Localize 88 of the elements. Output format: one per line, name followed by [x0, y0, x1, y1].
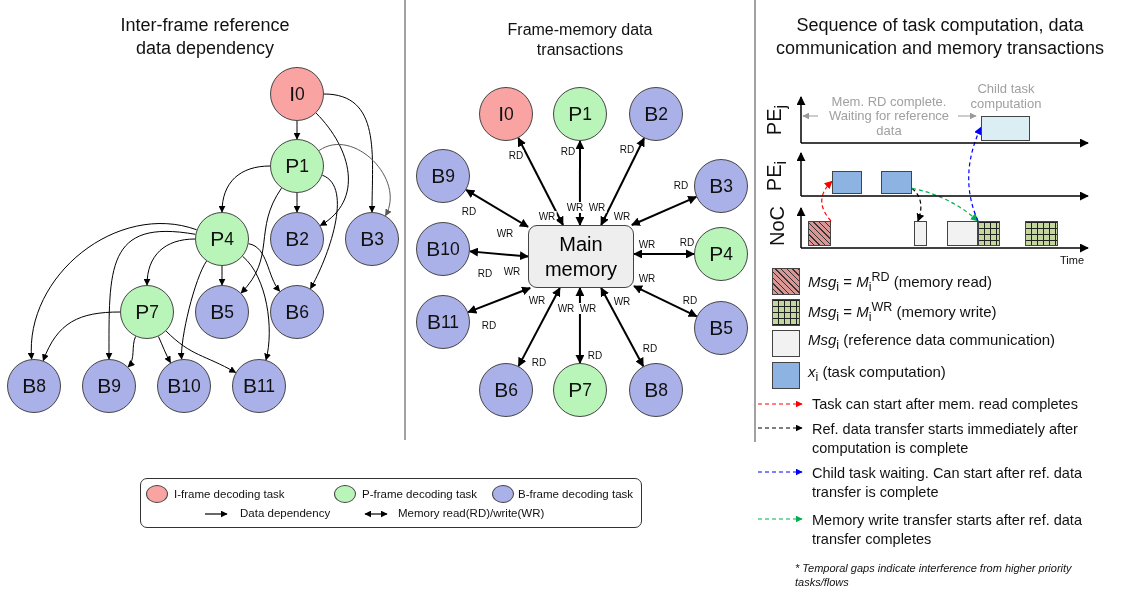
panel-title: Sequence of task computation, data communication and memory transactions	[774, 14, 1106, 59]
arrow	[318, 144, 392, 217]
text-label: WR	[637, 239, 657, 250]
arrow	[218, 265, 226, 286]
legend-text: I-frame decoding task	[174, 488, 285, 500]
message-bar	[914, 221, 927, 246]
text-label: WR	[556, 303, 576, 314]
double-arrow	[633, 249, 695, 259]
legend-text: B-frame decoding task	[518, 488, 634, 500]
text-label: WR	[527, 295, 547, 306]
panel-title: Inter-frame reference data dependency	[119, 14, 291, 59]
arrow	[248, 243, 281, 292]
dashed-arrow	[821, 180, 833, 222]
edge-label: RD	[678, 237, 696, 248]
arrow	[42, 311, 121, 362]
arrow	[165, 330, 237, 373]
task-bar	[981, 116, 1030, 141]
double-arrow	[468, 247, 529, 261]
arrow	[310, 174, 338, 290]
double-arrow	[465, 188, 529, 228]
arrow	[242, 255, 271, 361]
double-arrow	[600, 137, 646, 226]
task-bar	[832, 171, 862, 194]
dashed-arrow	[968, 126, 982, 222]
text-label: WR	[537, 211, 557, 222]
axis-label: Time	[1060, 254, 1085, 266]
double-arrow	[630, 195, 698, 226]
edge-label: RD	[672, 180, 690, 191]
legend-text: Task can start after mem. read completes	[812, 395, 1079, 414]
legend-text: Data dependency	[240, 507, 331, 519]
arrow	[157, 335, 171, 364]
arrow	[28, 223, 198, 360]
task-bar	[881, 171, 912, 194]
text-label: WR	[495, 228, 515, 239]
arrow	[240, 187, 282, 294]
arrow	[293, 192, 301, 213]
panel-title: Frame-memory data transactions	[506, 20, 654, 60]
edge-label: RD	[586, 350, 604, 361]
arrow	[315, 112, 349, 226]
legend-text: Msg$_{i}$ = M$_{i}$$^{WR}$ (memory write)	[808, 300, 997, 324]
double-arrow	[575, 287, 585, 364]
text-label: WR	[612, 296, 632, 307]
legend-text: Ref. data transfer starts immediately after computation is complete	[812, 420, 1079, 458]
arrow	[323, 93, 376, 213]
legend-text: Msg$_{i}$ (reference data communication)	[808, 331, 1056, 352]
axis-label: NoC	[765, 206, 789, 246]
arrow	[105, 231, 196, 360]
edge-label: RD	[476, 268, 494, 279]
legend-text: P-frame decoding task	[362, 488, 478, 500]
text-label: WR	[578, 303, 598, 314]
double-arrow	[467, 286, 532, 314]
memory-box: Main memory	[528, 225, 634, 288]
arrow	[178, 260, 207, 360]
memory-write-bar	[1025, 221, 1058, 246]
legend-text: Msg$_{i}$ = M$_{i}$$^{RD}$ (memory read)	[808, 270, 993, 294]
double-arrow	[575, 140, 585, 226]
double-arrow	[517, 287, 561, 368]
message-bar	[947, 221, 978, 246]
double-arrow	[517, 137, 564, 226]
edge-label: RD	[559, 146, 577, 157]
annotation-text: Mem. RD complete. Waiting for reference data	[827, 95, 951, 138]
dashed-arrow	[911, 187, 925, 222]
memory-read-bar	[808, 221, 831, 246]
edge-label: RD	[480, 320, 498, 331]
dashed-arrow	[911, 187, 979, 222]
legend-text: x$_{i}$ (task computation)	[808, 363, 946, 384]
text-label: WR	[637, 273, 657, 284]
arrow	[127, 335, 137, 368]
text-label: WR	[587, 202, 607, 213]
text-label: WR	[565, 202, 585, 213]
edge-label: RD	[530, 357, 548, 368]
footnote: * Temporal gaps indicate interference from higher priority tasks/flows	[795, 562, 1073, 590]
annotation-text: Child task computation	[969, 82, 1043, 112]
edge-label: RD	[507, 150, 525, 161]
legend-text: Child task waiting. Can start after ref. data transfer is complete	[812, 464, 1083, 502]
edge-label: RD	[641, 343, 659, 354]
memory-write-bar	[978, 221, 1000, 246]
double-arrow	[600, 287, 645, 368]
edge-label: RD	[618, 144, 636, 155]
edge-label: RD	[460, 206, 478, 217]
edge-label: RD	[681, 295, 699, 306]
legend-text: Memory read(RD)/write(WR)	[398, 507, 545, 519]
arrow	[218, 165, 271, 213]
arrow	[143, 238, 196, 286]
double-arrow	[633, 285, 698, 318]
arrow	[293, 120, 301, 140]
text-label: WR	[612, 211, 632, 222]
legend-text: Memory write transfer starts after ref. data transfer completes	[812, 511, 1083, 549]
